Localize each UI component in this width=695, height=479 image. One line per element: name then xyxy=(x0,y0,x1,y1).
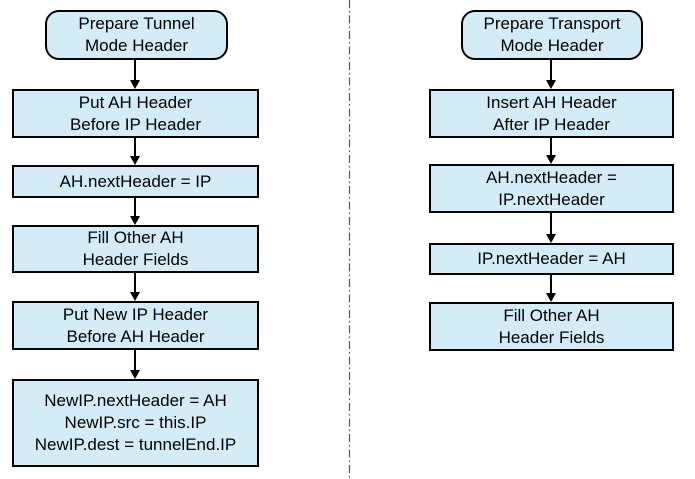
arrow-shaft xyxy=(134,60,136,81)
flow-arrow xyxy=(130,60,140,89)
node-label: Prepare Tunnel Mode Header xyxy=(78,14,195,55)
node-put-ah-header-before-ip-header: Put AH Header Before IP Header xyxy=(12,89,259,138)
arrow-shaft xyxy=(134,273,136,293)
node-ah-nextheader-equals-ip-nextheader: AH.nextHeader = IP.nextHeader xyxy=(429,164,674,213)
flow-arrow xyxy=(546,275,556,302)
arrow-head-icon xyxy=(546,234,556,243)
mode-divider-line xyxy=(348,0,351,479)
arrow-shaft xyxy=(550,275,552,294)
node-label: Fill Other AH Header Fields xyxy=(498,305,605,347)
arrow-head-icon xyxy=(130,216,140,225)
node-newip-field-assignments: NewIP.nextHeader = AH NewIP.src = this.I… xyxy=(12,379,259,467)
node-put-new-ip-header-before-ah-header: Put New IP Header Before AH Header xyxy=(12,301,259,350)
node-label: NewIP.nextHeader = AH NewIP.src = this.I… xyxy=(34,391,237,454)
node-fill-other-ah-header-fields-transport: Fill Other AH Header Fields xyxy=(429,302,674,351)
arrow-shaft xyxy=(550,60,552,81)
arrow-shaft xyxy=(134,350,136,371)
arrow-head-icon xyxy=(546,80,556,89)
node-label: AH.nextHeader = IP.nextHeader xyxy=(486,167,617,209)
arrow-shaft xyxy=(134,198,136,217)
node-prepare-transport-mode-header: Prepare Transport Mode Header xyxy=(461,10,643,60)
arrow-shaft xyxy=(134,138,136,157)
node-label: Put AH Header Before IP Header xyxy=(69,92,202,134)
arrow-head-icon xyxy=(130,370,140,379)
flow-arrow xyxy=(130,350,140,379)
flow-arrow xyxy=(546,60,556,89)
flow-arrow xyxy=(130,273,140,301)
arrow-head-icon xyxy=(130,292,140,301)
arrow-head-icon xyxy=(546,293,556,302)
flow-arrow xyxy=(130,138,140,165)
node-label: Insert AH Header After IP Header xyxy=(486,92,617,134)
arrow-head-icon xyxy=(546,155,556,164)
arrow-shaft xyxy=(550,138,552,156)
node-label: Fill Other AH Header Fields xyxy=(82,228,189,269)
arrow-head-icon xyxy=(130,156,140,165)
node-ah-nextheader-equals-ip: AH.nextHeader = IP xyxy=(12,165,259,198)
flow-arrow xyxy=(546,138,556,164)
node-label: Put New IP Header Before AH Header xyxy=(62,304,209,346)
node-label: IP.nextHeader = AH xyxy=(477,249,626,268)
node-label: Prepare Transport Mode Header xyxy=(483,14,621,55)
node-insert-ah-header-after-ip-header: Insert AH Header After IP Header xyxy=(429,89,674,138)
node-ip-nextheader-equals-ah: IP.nextHeader = AH xyxy=(429,243,674,275)
arrow-shaft xyxy=(550,213,552,235)
node-fill-other-ah-header-fields-tunnel: Fill Other AH Header Fields xyxy=(12,225,259,273)
flow-arrow xyxy=(130,198,140,225)
node-prepare-tunnel-mode-header: Prepare Tunnel Mode Header xyxy=(45,10,228,60)
flow-arrow xyxy=(546,213,556,243)
arrow-head-icon xyxy=(130,80,140,89)
node-label: AH.nextHeader = IP xyxy=(59,171,212,191)
